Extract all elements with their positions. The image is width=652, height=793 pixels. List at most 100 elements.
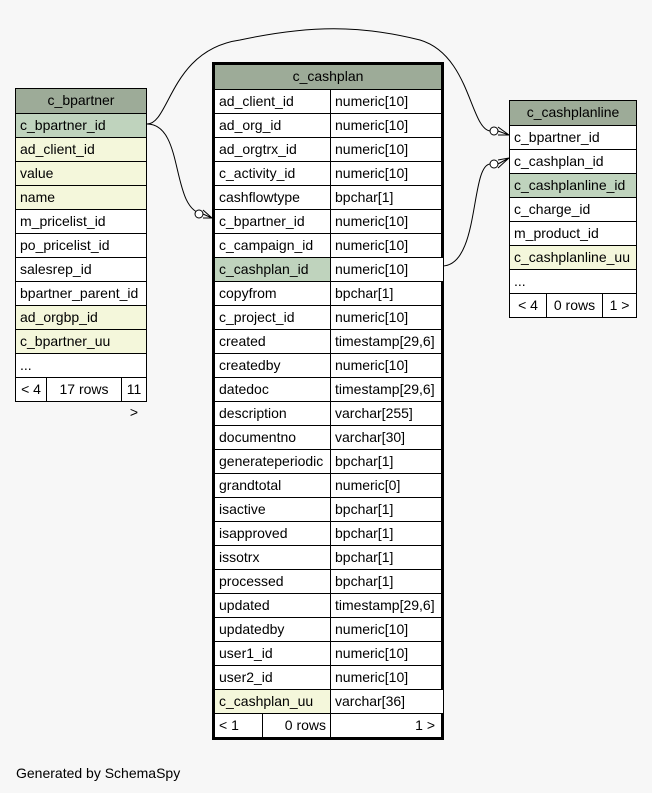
edge-cashplan-to-cashplanline-circle [489, 159, 499, 169]
column-row-[interactable]: ... [510, 269, 636, 293]
edge-bpartner-to-cashplanline [146, 28, 491, 132]
column-name: processed [215, 570, 331, 593]
column-name: c_cashplan_uu [215, 690, 331, 713]
table-footer-c_cashplanline: < 4 0 rows 1 > [510, 293, 636, 317]
edge-bpartner-to-cashplan-circle [194, 209, 204, 219]
column-row-bpartner_parent_id[interactable]: bpartner_parent_id [16, 281, 146, 305]
table-title-c_bpartner[interactable]: c_bpartner [16, 89, 146, 113]
column-name: ... [20, 357, 32, 373]
column-row-c_bpartner_id[interactable]: c_bpartner_id [510, 125, 636, 149]
column-type: varchar[30] [335, 429, 406, 445]
column-row-value[interactable]: value [16, 161, 146, 185]
column-row-m_pricelist_id[interactable]: m_pricelist_id [16, 209, 146, 233]
column-name: ad_client_id [20, 141, 95, 157]
column-row-c_charge_id[interactable]: c_charge_id [510, 197, 636, 221]
column-type: numeric[10] [335, 357, 409, 373]
prev-link[interactable]: < 1 [215, 714, 263, 737]
column-name: c_charge_id [514, 201, 591, 217]
column-row-[interactable]: ... [16, 353, 146, 377]
next-link[interactable]: 11 > [126, 381, 142, 420]
column-name: c_campaign_id [215, 234, 331, 257]
column-name: c_cashplanline_id [514, 177, 626, 193]
table-footer-c_bpartner: < 4 17 rows 11 > [16, 377, 146, 420]
column-type: bpchar[1] [335, 549, 394, 565]
generator-credit: Generated by SchemaSpy [16, 765, 181, 781]
column-row-ad_orgbp_id[interactable]: ad_orgbp_id [16, 305, 146, 329]
edge-bpartner-to-cashplan [146, 123, 204, 215]
column-row-c_cashplanline_id[interactable]: c_cashplanline_id [510, 173, 636, 197]
column-row-ad_client_id[interactable]: ad_client_id [16, 137, 146, 161]
table-title-c_cashplanline[interactable]: c_cashplanline [510, 101, 636, 125]
column-name: po_pricelist_id [20, 237, 110, 253]
column-type: bpchar[1] [335, 285, 394, 301]
column-type: bpchar[1] [335, 453, 394, 469]
column-name: c_bpartner_id [215, 210, 331, 233]
column-type: numeric[10] [335, 645, 409, 661]
edge-bpartner-to-cashplan-crowfoot [202, 209, 213, 219]
column-name: copyfrom [215, 282, 331, 305]
column-row-c_cashplan_id[interactable]: c_cashplan_id [510, 149, 636, 173]
next-link[interactable]: 1 > [609, 297, 630, 313]
column-type: numeric[10] [335, 141, 409, 157]
column-type: numeric[10] [335, 237, 409, 253]
column-name: user1_id [215, 642, 331, 665]
column-name: value [20, 165, 54, 181]
next-link[interactable]: 1 > [415, 717, 435, 733]
edge-bpartner-to-cashplanline-circle [489, 126, 499, 136]
column-type: numeric[10] [335, 117, 409, 133]
column-name: description [215, 402, 331, 425]
prev-link[interactable]: < 4 [16, 378, 47, 401]
column-row-salesrep_id[interactable]: salesrep_id [16, 257, 146, 281]
column-row-po_pricelist_id[interactable]: po_pricelist_id [16, 233, 146, 257]
column-row-m_product_id[interactable]: m_product_id [510, 221, 636, 245]
column-type: numeric[10] [335, 309, 409, 325]
column-name: ad_org_id [215, 114, 331, 137]
table-title-c_cashplan[interactable]: c_cashplan [215, 65, 441, 89]
row-count: 0 rows [263, 714, 331, 737]
column-row-name[interactable]: name [16, 185, 146, 209]
column-row-c_bpartner_id[interactable]: c_bpartner_id [16, 113, 146, 137]
column-name: ad_orgbp_id [20, 309, 98, 325]
edge-cashplan-to-cashplanline [441, 163, 491, 267]
column-name: generateperiodic [215, 450, 331, 473]
table-footer-c_cashplan: < 1 0 rows 1 > [215, 713, 441, 737]
prev-link[interactable]: < 4 [510, 294, 547, 317]
column-row-c_cashplanline_uu[interactable]: c_cashplanline_uu [510, 245, 636, 269]
column-name: m_pricelist_id [20, 213, 106, 229]
column-row-c_bpartner_uu[interactable]: c_bpartner_uu [16, 329, 146, 353]
column-type: numeric[10] [335, 213, 409, 229]
column-name: c_bpartner_uu [20, 333, 111, 349]
